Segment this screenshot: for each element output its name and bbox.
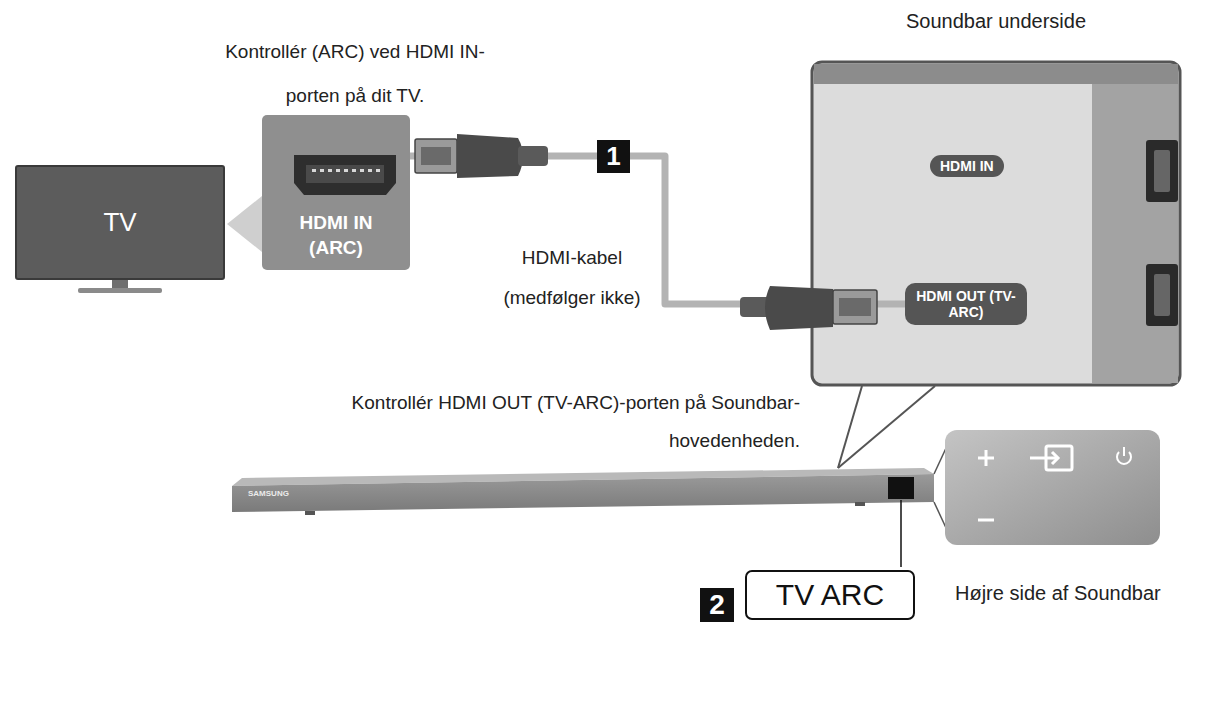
hdmi-pin (336, 169, 340, 172)
hdmi-pin (376, 169, 380, 172)
underside-panel (812, 62, 1180, 385)
hdmi-pin (320, 169, 324, 172)
callout-pointer (838, 386, 935, 468)
soundbar-body (232, 468, 934, 515)
underside-panel (1154, 150, 1170, 192)
brand-logo: SAMSUNG (248, 489, 289, 498)
soundbar-body (855, 502, 865, 506)
side-panel (1030, 457, 1058, 460)
hdmi-plug (765, 286, 833, 330)
view-caption: Højre side af Soundbar (955, 582, 1161, 605)
hdmi-pin (312, 169, 316, 172)
hdmi-pin (360, 169, 364, 172)
underside-panel (814, 64, 1178, 84)
callout-tail (227, 196, 262, 252)
tv-stand (78, 280, 162, 293)
hdmi-port (306, 165, 384, 183)
port-label: HDMI IN (930, 155, 1004, 177)
underside-panel (1146, 264, 1178, 326)
cable-note: HDMI-kabel (medfølger ikke) (492, 238, 652, 318)
underside-panel (1146, 140, 1178, 202)
side-panel (1123, 447, 1125, 456)
callout-number: 2 (700, 588, 734, 622)
side-panel (1052, 452, 1058, 464)
callout-number: 1 (597, 140, 630, 173)
tv-screen: TV (15, 165, 225, 280)
side-panel (978, 519, 994, 522)
hdmi-plug (518, 146, 548, 166)
hdmi-plug (457, 134, 523, 178)
hdmi-port (262, 115, 410, 215)
soundbar-body (305, 511, 315, 515)
side-panel (945, 430, 1160, 545)
hdmi-plug (839, 298, 871, 316)
node-text: HDMI OUT (TV-ARC) (913, 288, 1019, 320)
soundbar-body (232, 474, 934, 512)
soundbar-body (888, 477, 914, 499)
side-panel (978, 446, 1131, 520)
tv-stand (78, 288, 162, 293)
hdmi-pin (352, 169, 356, 172)
port-callout-box: HDMI IN (ARC) (262, 115, 410, 270)
hdmi-plug (415, 134, 548, 178)
underside-panel: Soundbar undersideHDMI INHDMI OUT (TV-AR… (812, 62, 1180, 385)
tv-stand (112, 280, 128, 289)
leader-line (900, 500, 902, 567)
hdmi-port (294, 155, 396, 195)
hdmi-pin (368, 169, 372, 172)
node-text: HDMI IN (ARC) (281, 211, 391, 260)
side-panel (985, 450, 988, 466)
hdmi-plug (421, 147, 451, 165)
instruction-note: Kontrollér HDMI OUT (TV-ARC)-porten på S… (280, 384, 800, 460)
node-text: Soundbar underside (812, 10, 1180, 33)
port-label: HDMI OUT (TV-ARC) (905, 283, 1027, 325)
side-panel (945, 430, 1160, 545)
callout-tail (227, 196, 262, 252)
hdmi-plug (833, 290, 877, 324)
callout-pointer (838, 386, 862, 468)
hdmi-pin (344, 169, 348, 172)
node-text: HDMI IN (940, 158, 994, 174)
hdmi-cable (410, 156, 905, 304)
source-button-label: TV ARC (745, 570, 915, 620)
node-text: TV ARC (765, 578, 895, 612)
node-text: TV (103, 207, 136, 238)
underside-panel (1154, 274, 1170, 316)
callout-pointer (838, 386, 935, 468)
instruction-note: Kontrollér (ARC) ved HDMI IN-porten på d… (222, 30, 488, 118)
hdmi-plug (740, 286, 877, 330)
underside-panel (812, 62, 1180, 385)
hdmi-plug (415, 139, 457, 173)
hdmi-pin (328, 169, 332, 172)
underside-panel (1092, 64, 1178, 383)
leader-line (901, 500, 902, 567)
